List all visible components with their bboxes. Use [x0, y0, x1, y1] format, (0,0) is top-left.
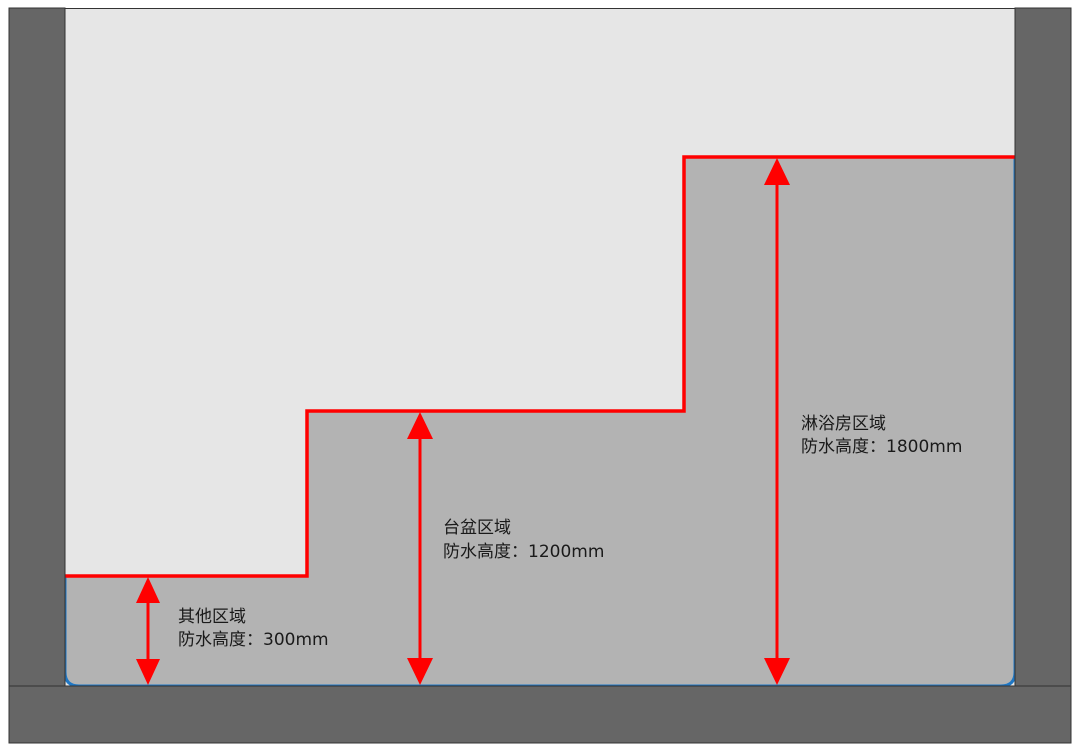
- floor-slab: [8, 685, 1072, 744]
- zone-label-basin-name: 台盆区域: [443, 518, 511, 538]
- zone-label-other-height: 防水高度：300mm: [178, 630, 329, 650]
- dimension-arrow-basin: [407, 412, 433, 685]
- zone-label-shower-name: 淋浴房区域: [801, 414, 886, 434]
- zone-label-shower-height: 防水高度：1800mm: [801, 437, 962, 457]
- zone-label-basin-height: 防水高度：1200mm: [443, 542, 604, 562]
- zone-label-other-name: 其他区域: [178, 607, 246, 627]
- dimension-arrow-other: [136, 577, 160, 685]
- left-wall: [8, 7, 66, 687]
- dimension-arrow-shower: [764, 158, 790, 685]
- waterproof-height-line: [65, 155, 1015, 578]
- right-wall: [1014, 7, 1072, 687]
